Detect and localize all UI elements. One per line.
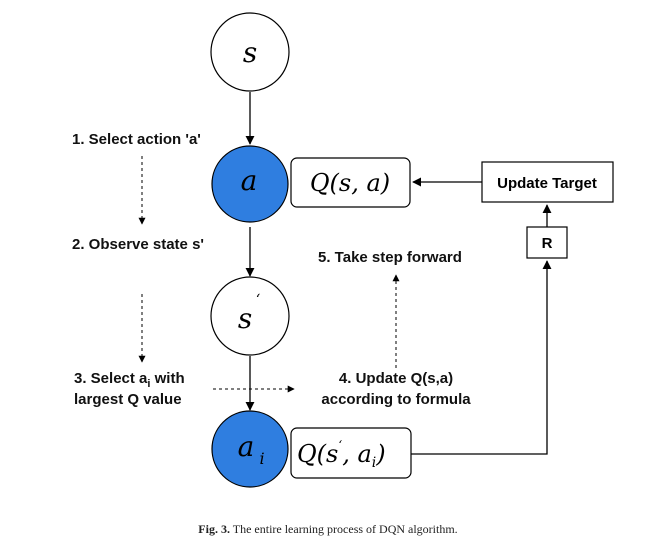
step3-label-line1: 3. Select ai with <box>74 370 185 390</box>
step5-label: 5. Take step forward <box>318 249 462 266</box>
update-target-box: Update Target <box>481 161 614 203</box>
node-s-prime-mark: ʻ <box>256 292 260 308</box>
node-s: s <box>210 12 290 92</box>
node-s-prime: s ʻ <box>210 276 290 356</box>
update-target-label: Update Target <box>497 175 597 192</box>
step3-label-line2: largest Q value <box>74 391 182 408</box>
node-a-i: a i <box>211 410 289 488</box>
reward-label: R <box>542 235 553 252</box>
q-sprime-ai-label: Q(sʻ, ai) <box>297 438 386 471</box>
q-sprime-ai-box: Q(sʻ, ai) <box>290 427 412 479</box>
node-a-label: a <box>241 164 258 197</box>
step4-label-line2: according to formula <box>321 391 471 408</box>
arrow-qsprime-to-r <box>411 260 552 455</box>
q-sa-box: Q(s, a) <box>290 157 411 208</box>
step1-label: 1. Select action 'a' <box>72 131 201 148</box>
step4-label-line1: 4. Update Q(s,a) <box>339 370 453 387</box>
figure-caption: Fig. 3. The entire learning process of D… <box>198 522 457 536</box>
node-s-label: s <box>243 36 257 69</box>
node-s-prime-label: s <box>238 302 252 335</box>
node-a-i-sub: i <box>259 449 264 468</box>
node-a: a <box>211 145 289 223</box>
reward-box: R <box>526 226 568 259</box>
step2-label: 2. Observe state s' <box>72 236 204 253</box>
node-a-i-label: a <box>238 430 255 463</box>
q-sa-label: Q(s, a) <box>310 169 390 197</box>
